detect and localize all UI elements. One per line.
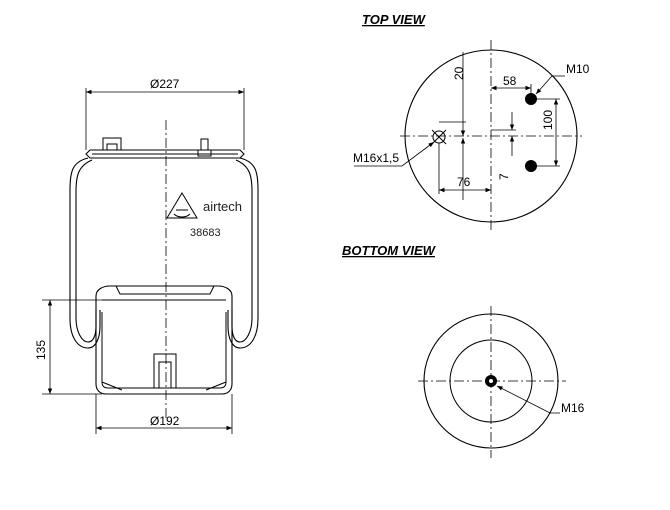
airtech-logo <box>166 192 198 219</box>
m16x15-leader <box>354 141 435 167</box>
top-stud-left <box>102 137 122 151</box>
m16-stud-hole-center <box>489 379 493 383</box>
m16x15-label: M16x1,5 <box>353 151 399 165</box>
bellow-left-outer <box>69 157 101 349</box>
top-stud-right <box>197 138 212 157</box>
bottom-view-heading: BOTTOM VIEW <box>342 243 437 258</box>
part-number: 38683 <box>190 227 221 239</box>
dim-76 <box>438 143 491 194</box>
piston-crown <box>115 285 215 295</box>
bottom-view <box>418 306 566 458</box>
m10-label: M10 <box>566 62 590 76</box>
dim-bottom-diameter <box>95 394 233 434</box>
brand-name: airtech <box>203 199 242 214</box>
dim-58-label: 58 <box>503 74 517 88</box>
dim-100-label: 100 <box>541 110 555 130</box>
bellow-right-outer <box>227 157 259 349</box>
piston-body <box>95 312 233 395</box>
piston-base-fillets <box>101 381 227 391</box>
dim-height <box>42 299 102 395</box>
dim-20-label: 20 <box>452 66 466 80</box>
top-plate <box>85 149 245 159</box>
top-view: 20 58 100 76 7 <box>354 40 582 232</box>
piston-inner-wall <box>101 312 227 389</box>
dim-76-label: 76 <box>457 175 471 189</box>
m16-label: M16 <box>561 401 585 415</box>
height-label: 135 <box>34 340 48 360</box>
bellow-left-inner <box>75 159 97 343</box>
bottom-diameter-label: Ø192 <box>150 414 180 428</box>
dim-top-diameter <box>85 88 245 150</box>
dim-58 <box>491 84 532 99</box>
side-view: airtech 38683 Ø227 135 Ø192 <box>34 77 259 434</box>
m16-leader <box>496 385 560 414</box>
m16-port <box>431 129 447 145</box>
top-view-heading: TOP VIEW <box>362 12 427 27</box>
m10-leader <box>535 75 565 95</box>
dim-7 <box>491 112 516 156</box>
top-diameter-label: Ø227 <box>150 77 180 91</box>
bellow-right-inner <box>231 159 253 343</box>
piston-shoulder <box>95 285 233 312</box>
dim-100 <box>531 98 560 167</box>
dim-7-label: 7 <box>497 173 511 180</box>
bottom-stud <box>153 353 177 389</box>
